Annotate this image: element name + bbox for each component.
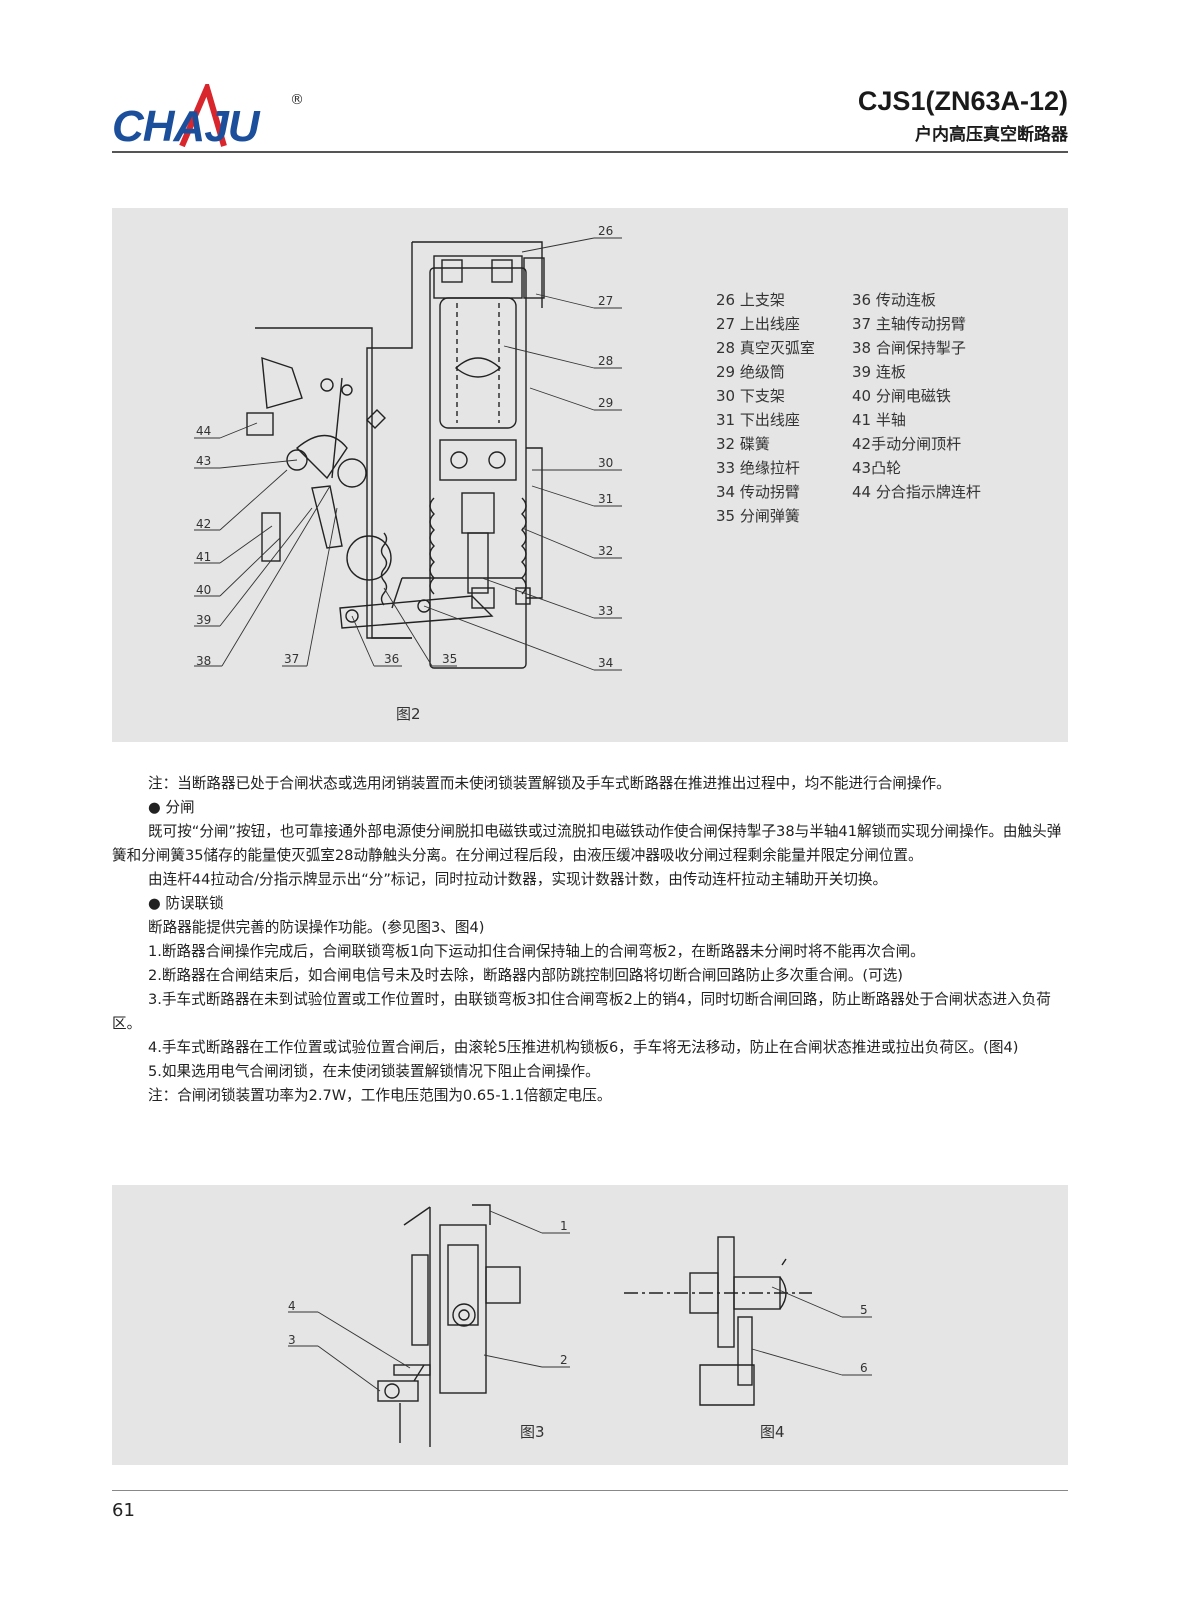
legend-item: 30 下支架 <box>716 387 785 405</box>
figure-2-panel: 26 27 28 29 30 31 32 33 34 35 36 37 38 3… <box>112 208 1068 742</box>
callout-38: 38 <box>196 654 211 668</box>
page-number: 61 <box>112 1500 135 1521</box>
figure-2-caption: 图2 <box>396 705 421 723</box>
figure-3-4-panel: 1 2 3 4 5 6 图3 图4 <box>112 1185 1068 1465</box>
figure-3-leaders <box>288 1210 570 1392</box>
figure-2-leaders-left <box>194 422 313 627</box>
logo-registered-mark: ® <box>290 92 304 108</box>
callout-42: 42 <box>196 517 211 531</box>
legend-item: 26 上支架 <box>716 291 785 309</box>
figure-2-leaders-right <box>423 237 622 671</box>
footer-rule <box>112 1490 1068 1491</box>
callout-31: 31 <box>598 492 613 506</box>
callout-35: 35 <box>442 652 457 666</box>
figure-2-drawing: 26 27 28 29 30 31 32 33 34 35 36 37 38 3… <box>194 224 622 671</box>
legend-column-left: 26 上支架 27 上出线座 28 真空灭弧室 29 绝级筒 30 下支架 31… <box>716 288 866 528</box>
fig4-callout-6: 6 <box>860 1361 868 1375</box>
fig3-callout-2: 2 <box>560 1353 568 1367</box>
callout-32: 32 <box>598 544 613 558</box>
figure-3-4-drawing: 1 2 3 4 5 6 <box>288 1204 872 1447</box>
callout-37: 37 <box>284 652 299 666</box>
legend-item: 28 真空灭弧室 <box>716 339 815 357</box>
list-item: 5.如果选用电气合闸闭锁，在未使闭锁装置解锁情况下阻止合闸操作。 <box>148 1063 600 1080</box>
model-title: CJS1(ZN63A-12) <box>857 86 1068 116</box>
brand-logo: CHAJU ® <box>112 84 312 154</box>
body-text: 注：当断路器已处于合闸状态或选用闭销装置而未使闭锁装置解锁及手车式断路器在推进推… <box>112 772 1068 1108</box>
figure-3-caption: 图3 <box>520 1423 545 1441</box>
figure-4-schematic <box>624 1236 812 1406</box>
fig3-callout-4: 4 <box>288 1299 296 1313</box>
list-item: 4.手车式断路器在工作位置或试验位置合闸后，由滚轮5压推进机构锁板6，手车将无法… <box>148 1039 1019 1056</box>
figure-3-callout-labels: 1 2 3 4 <box>288 1219 568 1367</box>
callout-28: 28 <box>598 354 613 368</box>
legend-item: 40 分闸电磁铁 <box>852 387 951 405</box>
paragraph-counter: 由连杆44拉动合/分指示牌显示出“分”标记，同时拉动计数器，实现计数器计数，由传… <box>148 871 888 888</box>
legend-item: 38 合闸保持掣子 <box>852 339 966 357</box>
figure-4-caption: 图4 <box>760 1423 785 1441</box>
paragraph-open: 既可按“分闸”按钮，也可靠接通外部电源使分闸脱扣电磁铁或过流脱扣电磁铁动作使合闸… <box>112 823 1062 864</box>
paragraph-interlock: 断路器能提供完善的防误操作功能。(参见图3、图4) <box>148 919 485 936</box>
legend-item: 44 分合指示牌连杆 <box>852 483 981 501</box>
legend-column-right: 36 传动连板 37 主轴传动拐臂 38 合闸保持掣子 39 连板 40 分闸电… <box>852 288 1002 504</box>
note-paragraph: 注：当断路器已处于合闸状态或选用闭销装置而未使闭锁装置解锁及手车式断路器在推进推… <box>148 775 951 792</box>
header-rule <box>112 151 1068 153</box>
callout-29: 29 <box>598 396 613 410</box>
figure-3-schematic <box>377 1204 521 1447</box>
legend-item: 37 主轴传动拐臂 <box>852 315 966 333</box>
legend-item: 32 碟簧 <box>716 435 770 453</box>
section-heading-open: ● 分闸 <box>148 799 195 816</box>
legend-item: 42手动分闸顶杆 <box>852 435 962 453</box>
section-heading-interlock: ● 防误联锁 <box>148 895 224 912</box>
logo-text: CHAJU <box>112 102 260 151</box>
figure-2-callout-labels: 26 27 28 29 30 31 32 33 34 35 36 37 38 3… <box>196 224 613 670</box>
callout-44: 44 <box>196 424 211 438</box>
fig3-callout-3: 3 <box>288 1333 296 1347</box>
list-item: 3.手车式断路器在未到试验位置或工作位置时，由联锁弯板3扣住合闸弯板2上的销4，… <box>112 991 1051 1032</box>
callout-40: 40 <box>196 583 211 597</box>
callout-41: 41 <box>196 550 211 564</box>
legend-item: 41 半轴 <box>852 411 906 429</box>
legend-item: 29 绝级筒 <box>716 363 785 381</box>
legend-item: 43凸轮 <box>852 459 902 477</box>
figure-4-leaders <box>751 1286 872 1376</box>
list-item: 2.断路器在合闸结束后，如合闸电信号未及时去除，断路器内部防跳控制回路将切断合闸… <box>148 967 904 984</box>
legend-item: 31 下出线座 <box>716 411 800 429</box>
legend-item: 34 传动拐臂 <box>716 483 800 501</box>
callout-36: 36 <box>384 652 399 666</box>
fig4-callout-5: 5 <box>860 1303 868 1317</box>
note-paragraph: 注：合闸闭锁装置功率为2.7W，工作电压范围为0.65-1.1倍额定电压。 <box>148 1087 612 1104</box>
callout-30: 30 <box>598 456 613 470</box>
legend-item: 35 分闸弹簧 <box>716 507 800 525</box>
legend-item: 39 连板 <box>852 363 906 381</box>
breaker-schematic <box>246 241 545 669</box>
callout-27: 27 <box>598 294 613 308</box>
fig3-callout-1: 1 <box>560 1219 568 1233</box>
legend-item: 36 传动连板 <box>852 291 936 309</box>
logo-peak-icon <box>179 84 227 148</box>
callout-26: 26 <box>598 224 613 238</box>
legend-item: 33 绝缘拉杆 <box>716 459 800 477</box>
figure-4-callout-labels: 5 6 <box>860 1303 868 1375</box>
callout-39: 39 <box>196 613 211 627</box>
list-item: 1.断路器合闸操作完成后，合闸联锁弯板1向下运动扣住合闸保持轴上的合闸弯板2，在… <box>148 943 925 960</box>
model-subtitle: 户内高压真空断路器 <box>915 125 1068 145</box>
callout-34: 34 <box>598 656 613 670</box>
callout-33: 33 <box>598 604 613 618</box>
callout-43: 43 <box>196 454 211 468</box>
figure-2-leaders-bottom <box>194 485 457 667</box>
legend-item: 27 上出线座 <box>716 315 800 333</box>
